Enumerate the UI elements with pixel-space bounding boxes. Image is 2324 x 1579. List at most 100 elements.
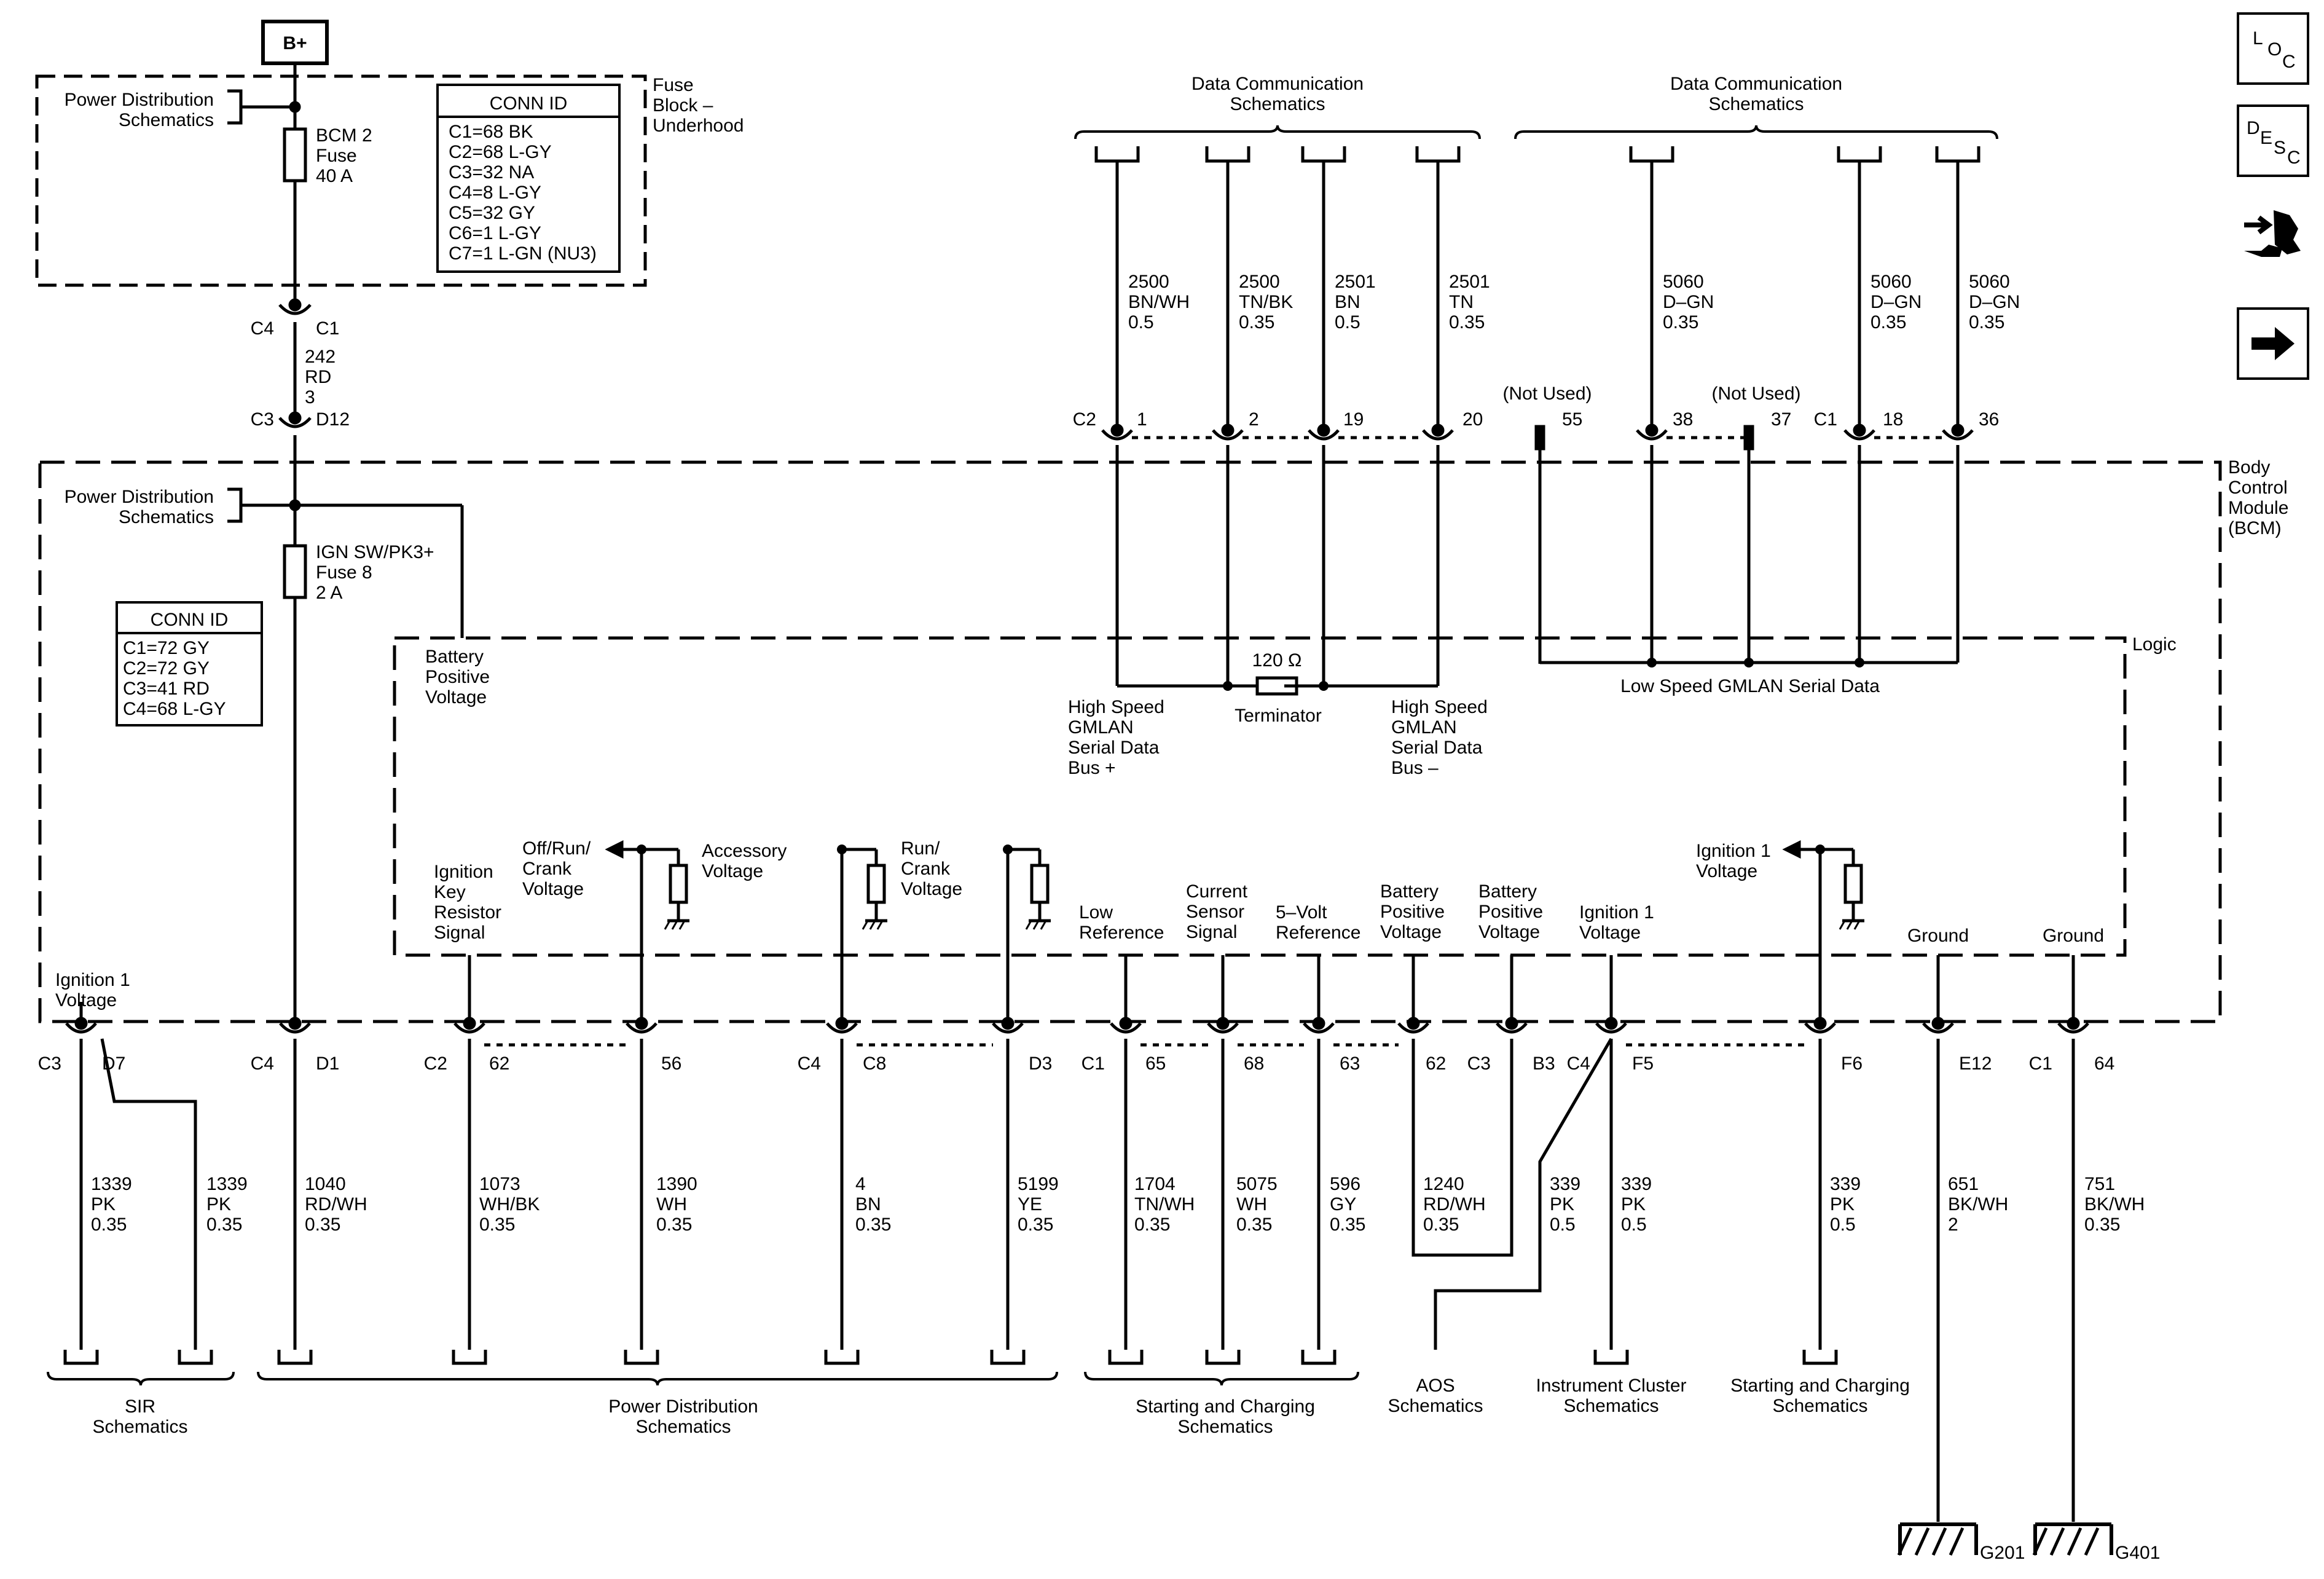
bottom-wire-label: 0.35 (1134, 1215, 1170, 1235)
pin-c2: C2 (1073, 409, 1096, 430)
desc-button[interactable]: D E S C (2237, 104, 2309, 177)
bottom-wire-label: BK/WH (1948, 1194, 2008, 1215)
top-wire-label: 2501 (1449, 272, 1490, 292)
accessory-pulldown-ground-hatch (869, 920, 876, 930)
bottom-wire-label: PK (1830, 1194, 1855, 1215)
conn-d12: D12 (316, 409, 350, 430)
bottom-pin (2057, 1022, 2089, 1034)
bottom-pin (1397, 1022, 1429, 1034)
pin-label: 65 (1145, 1053, 1166, 1074)
bottom-pin (1922, 1022, 1954, 1034)
loc-button[interactable]: L O C (2237, 12, 2309, 85)
bottom-wire-label: 5075 (1236, 1174, 1278, 1194)
g401-ground-icon-hatch (2067, 1527, 2083, 1556)
ign1-right-label: Ignition 1 (1696, 841, 1771, 861)
batt-pos2-label: Battery (1478, 881, 1537, 902)
ign1-right-pulldown-ground-hatch (1846, 920, 1853, 930)
pin-label: C8 (863, 1053, 886, 1074)
offruncrank-pulldown-ground-hatch (671, 920, 678, 930)
dest-connector (277, 1350, 313, 1365)
ign-fuse-symbol (283, 544, 307, 599)
hs-plus-label: GMLAN (1068, 717, 1134, 738)
bottom-wire-label: RD/WH (305, 1194, 367, 1215)
bottom-pin (1595, 1022, 1627, 1034)
bottom-wire-label: 596 (1330, 1174, 1360, 1194)
pin-label: C4 (251, 1053, 274, 1074)
pin-label: C1 (2029, 1053, 2052, 1074)
ign-fuse-label: 2 A (316, 583, 342, 603)
top-wire-label: 0.5 (1335, 312, 1360, 333)
data-comm-connector (1415, 146, 1461, 163)
g401-label: G401 (2115, 1543, 2160, 1563)
logic-label: Logic (2132, 634, 2177, 655)
5v-ref-label: 5–Volt (1276, 902, 1327, 923)
next-button[interactable] (2237, 307, 2309, 380)
top-pin (1422, 429, 1454, 441)
conn-id-top-row: C5=32 GY (449, 203, 535, 223)
pin-19: 19 (1343, 409, 1364, 430)
bottom-wire-label: PK (1550, 1194, 1574, 1215)
batt-pos1-label: Battery (1380, 881, 1439, 902)
top-wire-label: 5060 (1663, 272, 1704, 292)
bottom-wire-label: 0.35 (1330, 1215, 1365, 1235)
bottom-wire-label: 0.35 (1236, 1215, 1272, 1235)
bottom-wire-label: 0.35 (206, 1215, 242, 1235)
wire-1339-b (100, 1038, 197, 1350)
top-wire-label: TN/BK (1239, 292, 1293, 312)
g201-ground-icon-hatch (1949, 1527, 1965, 1556)
pin-label: C2 (424, 1053, 447, 1074)
pds-brace (257, 1371, 1058, 1386)
ls-gmlan-label: Low Speed GMLAN Serial Data (1620, 676, 1880, 696)
runcrank-pulldown-resistor (1030, 864, 1050, 904)
pds-dest-label: Schematics (635, 1417, 731, 1437)
g401-ground-icon-hatch (2032, 1527, 2048, 1556)
pin-label: 68 (1244, 1053, 1264, 1074)
ground2-label: Ground (2043, 926, 2104, 946)
dest-connector (63, 1350, 99, 1365)
bottom-pin (826, 1022, 858, 1034)
pin-label: B3 (1533, 1053, 1555, 1074)
dcs-left-label: Data Communication (1191, 74, 1364, 94)
pin-18: 18 (1883, 409, 1903, 430)
bottom-pin (453, 1022, 485, 1034)
g401-ground-icon-hatch (2084, 1527, 2100, 1556)
dest-connector (624, 1350, 659, 1365)
ground1-label: Ground (1907, 926, 1969, 946)
bottom-pin (992, 1022, 1024, 1034)
conn-id-bcm-row: C4=68 L-GY (123, 699, 226, 719)
bottom-wire-label: GY (1330, 1194, 1356, 1215)
bottom-wire-label: PK (1621, 1194, 1646, 1215)
low-ref-label: Reference (1079, 923, 1164, 943)
aos-dest-label: Schematics (1388, 1396, 1483, 1416)
loc-icon: L O C (2253, 28, 2296, 72)
wire-1240 (1411, 1039, 1513, 1257)
top-wire-label: 5060 (1871, 272, 1912, 292)
top-wire-label: 0.35 (1239, 312, 1274, 333)
bottom-pin (1303, 1022, 1335, 1034)
hs-minus-label: Bus – (1391, 758, 1439, 778)
runcrank-label: Run/ (901, 838, 940, 859)
bottom-wire-label: 0.5 (1550, 1215, 1576, 1235)
pin-label: 56 (661, 1053, 681, 1074)
dest-connector (824, 1350, 860, 1365)
top-wire-label: D–GN (1969, 292, 2020, 312)
dcs-right-label: Schematics (1708, 94, 1804, 114)
bottom-wire-label: 0.5 (1830, 1215, 1856, 1235)
pin-37: 37 (1771, 409, 1791, 430)
bottom-wire-label: 4 (855, 1174, 866, 1194)
svg-text:S: S (2274, 138, 2286, 158)
bottom-wire-label: 751 (2084, 1174, 2115, 1194)
pin-c1: C1 (1814, 409, 1837, 430)
hs-plus-label: Serial Data (1068, 738, 1160, 758)
pds-top-label: Schematics (119, 110, 214, 130)
bottom-wire-label: 5199 (1018, 1174, 1059, 1194)
static-geometry (35, 20, 2222, 1023)
accessory-pulldown-ground-hatch (862, 920, 869, 930)
conn-c1: C1 (316, 318, 339, 339)
bottom-pin (279, 1022, 311, 1034)
bottom-wire-label: RD/WH (1423, 1194, 1486, 1215)
batt-pos1-label: Voltage (1380, 922, 1442, 942)
sir-brace (47, 1371, 235, 1386)
connector-repair-button[interactable] (2237, 202, 2309, 274)
